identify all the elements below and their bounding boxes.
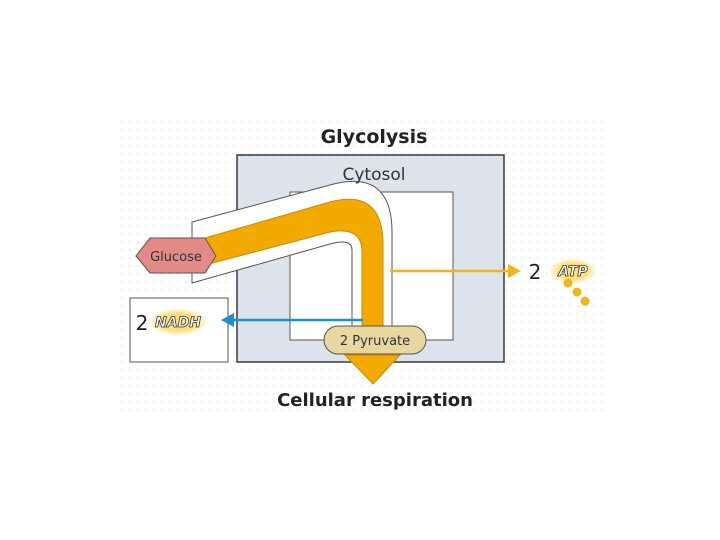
cytosol-label: Cytosol — [343, 165, 406, 185]
atp-count: 2 — [529, 260, 542, 284]
glucose-label: Glucose — [150, 250, 202, 265]
phosphate-tail-icon — [563, 278, 590, 306]
atp-arrowhead — [508, 264, 521, 278]
nadh-arrowhead — [221, 313, 234, 327]
atp-glow — [549, 258, 597, 284]
nadh-count: 2 — [136, 311, 149, 335]
nadh-glow — [148, 308, 208, 336]
cellular-respiration-label: Cellular respiration — [277, 390, 473, 411]
nadh-label: NADH — [155, 315, 201, 331]
pyruvate-label: 2 Pyruvate — [340, 334, 410, 349]
glucose-shape — [135, 237, 217, 274]
glycolysis-arrowhead — [343, 354, 402, 385]
atp-label: ATP — [557, 264, 588, 280]
diagram-title: Glycolysis — [321, 126, 428, 148]
pyruvate-shape — [323, 325, 427, 355]
